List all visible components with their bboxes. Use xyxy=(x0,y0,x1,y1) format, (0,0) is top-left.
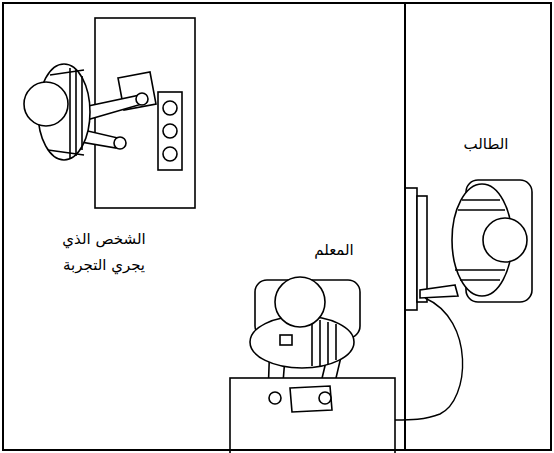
dial xyxy=(163,124,177,138)
hand xyxy=(319,392,331,404)
experimenter-figure xyxy=(24,64,148,160)
figure-label: المعلم xyxy=(289,237,379,263)
figure-label: الشخص الذي يجري التجربة xyxy=(52,226,156,279)
learner-figure xyxy=(420,180,532,302)
learner-panel xyxy=(405,188,417,310)
room: الشخص الذي يجري التجربة المعلم xyxy=(2,2,406,451)
label-holder: الطالب xyxy=(441,131,531,157)
paper xyxy=(290,386,332,412)
dial xyxy=(163,101,177,115)
hand xyxy=(269,392,281,404)
dial xyxy=(163,147,177,161)
figure-label: الطالب xyxy=(441,131,531,157)
teacher-desk xyxy=(230,378,395,453)
label-holder: المعلم xyxy=(289,237,379,263)
shock-generator xyxy=(158,92,182,170)
learner-panel xyxy=(417,196,427,302)
room: الطالب xyxy=(404,2,552,451)
label-holder: الشخص الذي يجري التجربة xyxy=(52,226,156,279)
